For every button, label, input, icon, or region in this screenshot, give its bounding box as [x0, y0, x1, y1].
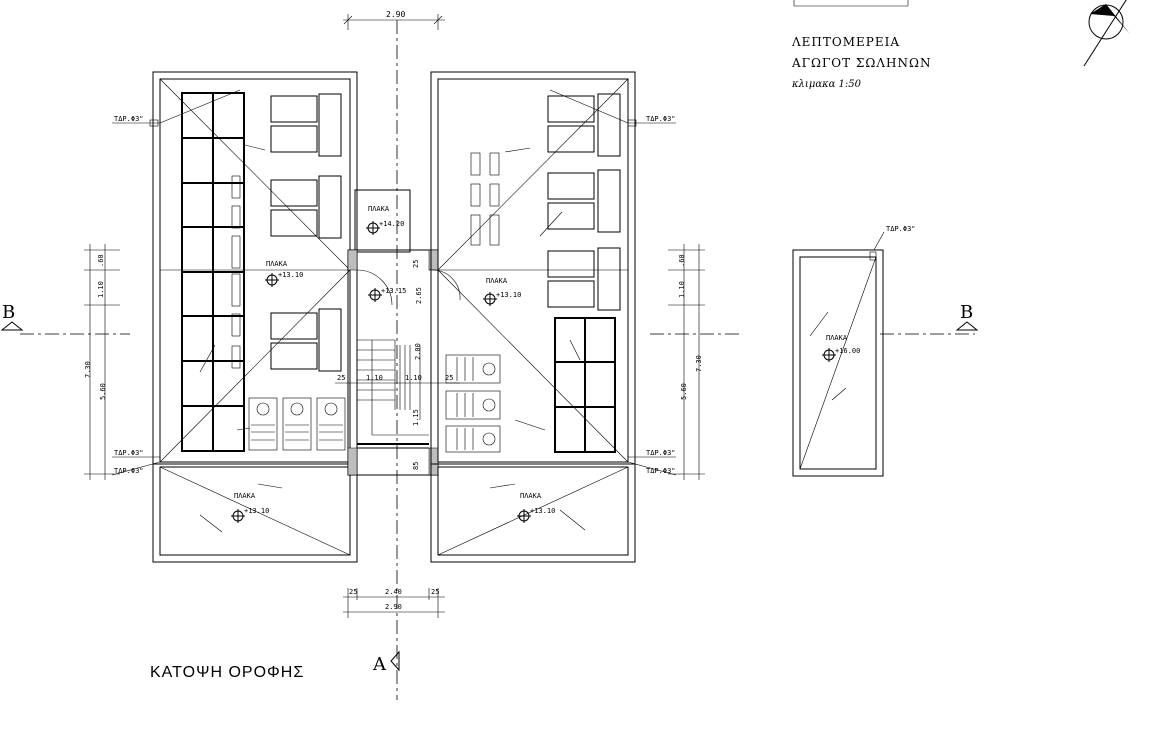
core-dim-85: 85 — [412, 462, 420, 470]
slab-label-left: ΠΛΑΚΑ — [266, 260, 288, 268]
slab-label-right: ΠΛΑΚΑ — [486, 277, 508, 285]
dim-left-top: .60 — [97, 254, 105, 267]
slab-label-right-lower: ΠΛΑΚΑ — [520, 492, 542, 500]
section-mark-left: B — [0, 302, 24, 331]
section-mark-bottom: A — [372, 650, 400, 675]
pipe-label-left-bottom-1: ΤΔΡ.Φ3" — [114, 449, 144, 457]
core-stair: ΠΛΑΚΑ +14.20 +13.15 2.65 25 2.00 1.15 85… — [335, 189, 461, 476]
dim-right-mid: 1.10 — [678, 281, 686, 298]
tanks-left — [248, 397, 346, 451]
panel-grid-right — [554, 317, 616, 453]
slab-label-core-top: ΠΛΑΚΑ — [368, 205, 390, 213]
level-marker-icon — [366, 221, 380, 235]
level-marker-icon — [483, 292, 497, 306]
core-dim-265: 2.65 — [415, 287, 423, 304]
section-mark-right: B — [955, 302, 979, 331]
section-mark-bottom-letter: A — [372, 654, 387, 675]
core-dim-25-top: 25 — [412, 260, 420, 268]
dim-bottom-inner: 2.40 — [385, 588, 402, 596]
plan-title: ΚΑΤΟΨΗ ΟΡΟΦΗΣ — [150, 664, 304, 681]
dim-left-total: 7.30 — [84, 361, 92, 378]
dim-bottom-25-right: 25 — [431, 588, 439, 596]
level-marker-icon — [368, 288, 382, 302]
pipe-label-right-bottom-1: ΤΔΡ.Φ3" — [646, 449, 676, 457]
level-marker-icon — [231, 509, 245, 523]
title-scale: κλιμακα 1:50 — [791, 79, 862, 90]
slab-elev-left: +13.10 — [278, 271, 303, 279]
heaters-right — [470, 93, 621, 311]
pipe-labels: ΤΔΡ.Φ3" ΤΔΡ.Φ3" ΤΔΡ.Φ3" ΤΔΡ.Φ3" ΤΔΡ.Φ3" … — [111, 115, 916, 476]
level-marker-icon — [517, 509, 531, 523]
right-wing: ΠΛΑΚΑ +13.10 ΠΛΑΚΑ +13.10 — [430, 71, 636, 563]
section-mark-right-letter: B — [960, 302, 973, 323]
dim-right-lower: 5.60 — [680, 383, 688, 400]
dim-left-lower: 5.60 — [99, 383, 107, 400]
dimension-top: 2.90 — [343, 10, 445, 30]
dim-right-top: .60 — [678, 254, 686, 267]
core-dim-110-left: 1.10 — [366, 374, 383, 382]
slab-label-left-lower: ΠΛΑΚΑ — [234, 492, 256, 500]
pipe-label-right-top: ΤΔΡ.Φ3" — [646, 115, 676, 123]
core-dim-200: 2.00 — [414, 343, 422, 360]
dim-left-mid: 1.10 — [97, 281, 105, 298]
slab-elev-right: +13.10 — [496, 291, 521, 299]
dim-top-text: 2.90 — [386, 10, 405, 19]
dimension-right: 7.30 5.60 1.10 .60 — [668, 244, 705, 480]
slab-elev-detail: +16.00 — [835, 347, 860, 355]
tanks-right — [445, 354, 501, 453]
level-marker-icon — [822, 348, 836, 362]
dimension-bottom: 25 2.40 25 2.90 — [343, 588, 445, 618]
dimension-left: 7.30 5.60 1.10 .60 — [84, 244, 120, 480]
pipe-label-left-bottom-2: ΤΔΡ.Φ3" — [114, 467, 144, 475]
title-line1: ΛΕΠΤΟΜΕΡΕΙΑ — [791, 35, 900, 49]
title-block: ΛΕΠΤΟΜΕΡΕΙΑ ΑΓΩΓΟΤ ΣΩΛΗΝΩΝ κλιμακα 1:50 — [791, 0, 931, 90]
left-wing: ΠΛΑΚΑ +13.10 ΠΛΑΚΑ +13.10 — [152, 71, 358, 563]
dim-right-total: 7.30 — [695, 355, 703, 372]
slab-elev-left-lower: +13.10 — [244, 507, 269, 515]
slab-label-detail: ΠΛΑΚΑ — [826, 334, 848, 342]
title-line2: ΑΓΩΓΟΤ ΣΩΛΗΝΩΝ — [791, 56, 931, 70]
detail-drawing: ΠΛΑΚΑ +16.00 — [792, 249, 884, 477]
panel-grid-left — [181, 92, 245, 452]
dim-bottom-25-left: 25 — [349, 588, 357, 596]
north-arrow-icon — [1083, 0, 1130, 67]
pipe-label-left-top: ΤΔΡ.Φ3" — [114, 115, 144, 123]
section-mark-left-letter: B — [2, 302, 15, 323]
heaters-left — [270, 93, 342, 372]
core-dim-25-left: 25 — [337, 374, 345, 382]
level-marker-icon — [265, 273, 279, 287]
core-dim-115: 1.15 — [412, 409, 420, 426]
dim-bottom-total: 2.90 — [385, 603, 402, 611]
slab-elev-core: +13.15 — [381, 287, 406, 295]
core-dim-25-right: 25 — [445, 374, 453, 382]
slab-elev-core-top: +14.20 — [379, 220, 404, 228]
pipe-label-detail: ΤΔΡ.Φ3" — [886, 225, 916, 233]
slab-elev-right-lower: +13.10 — [530, 507, 555, 515]
core-dim-110-right: 1.10 — [405, 374, 422, 382]
